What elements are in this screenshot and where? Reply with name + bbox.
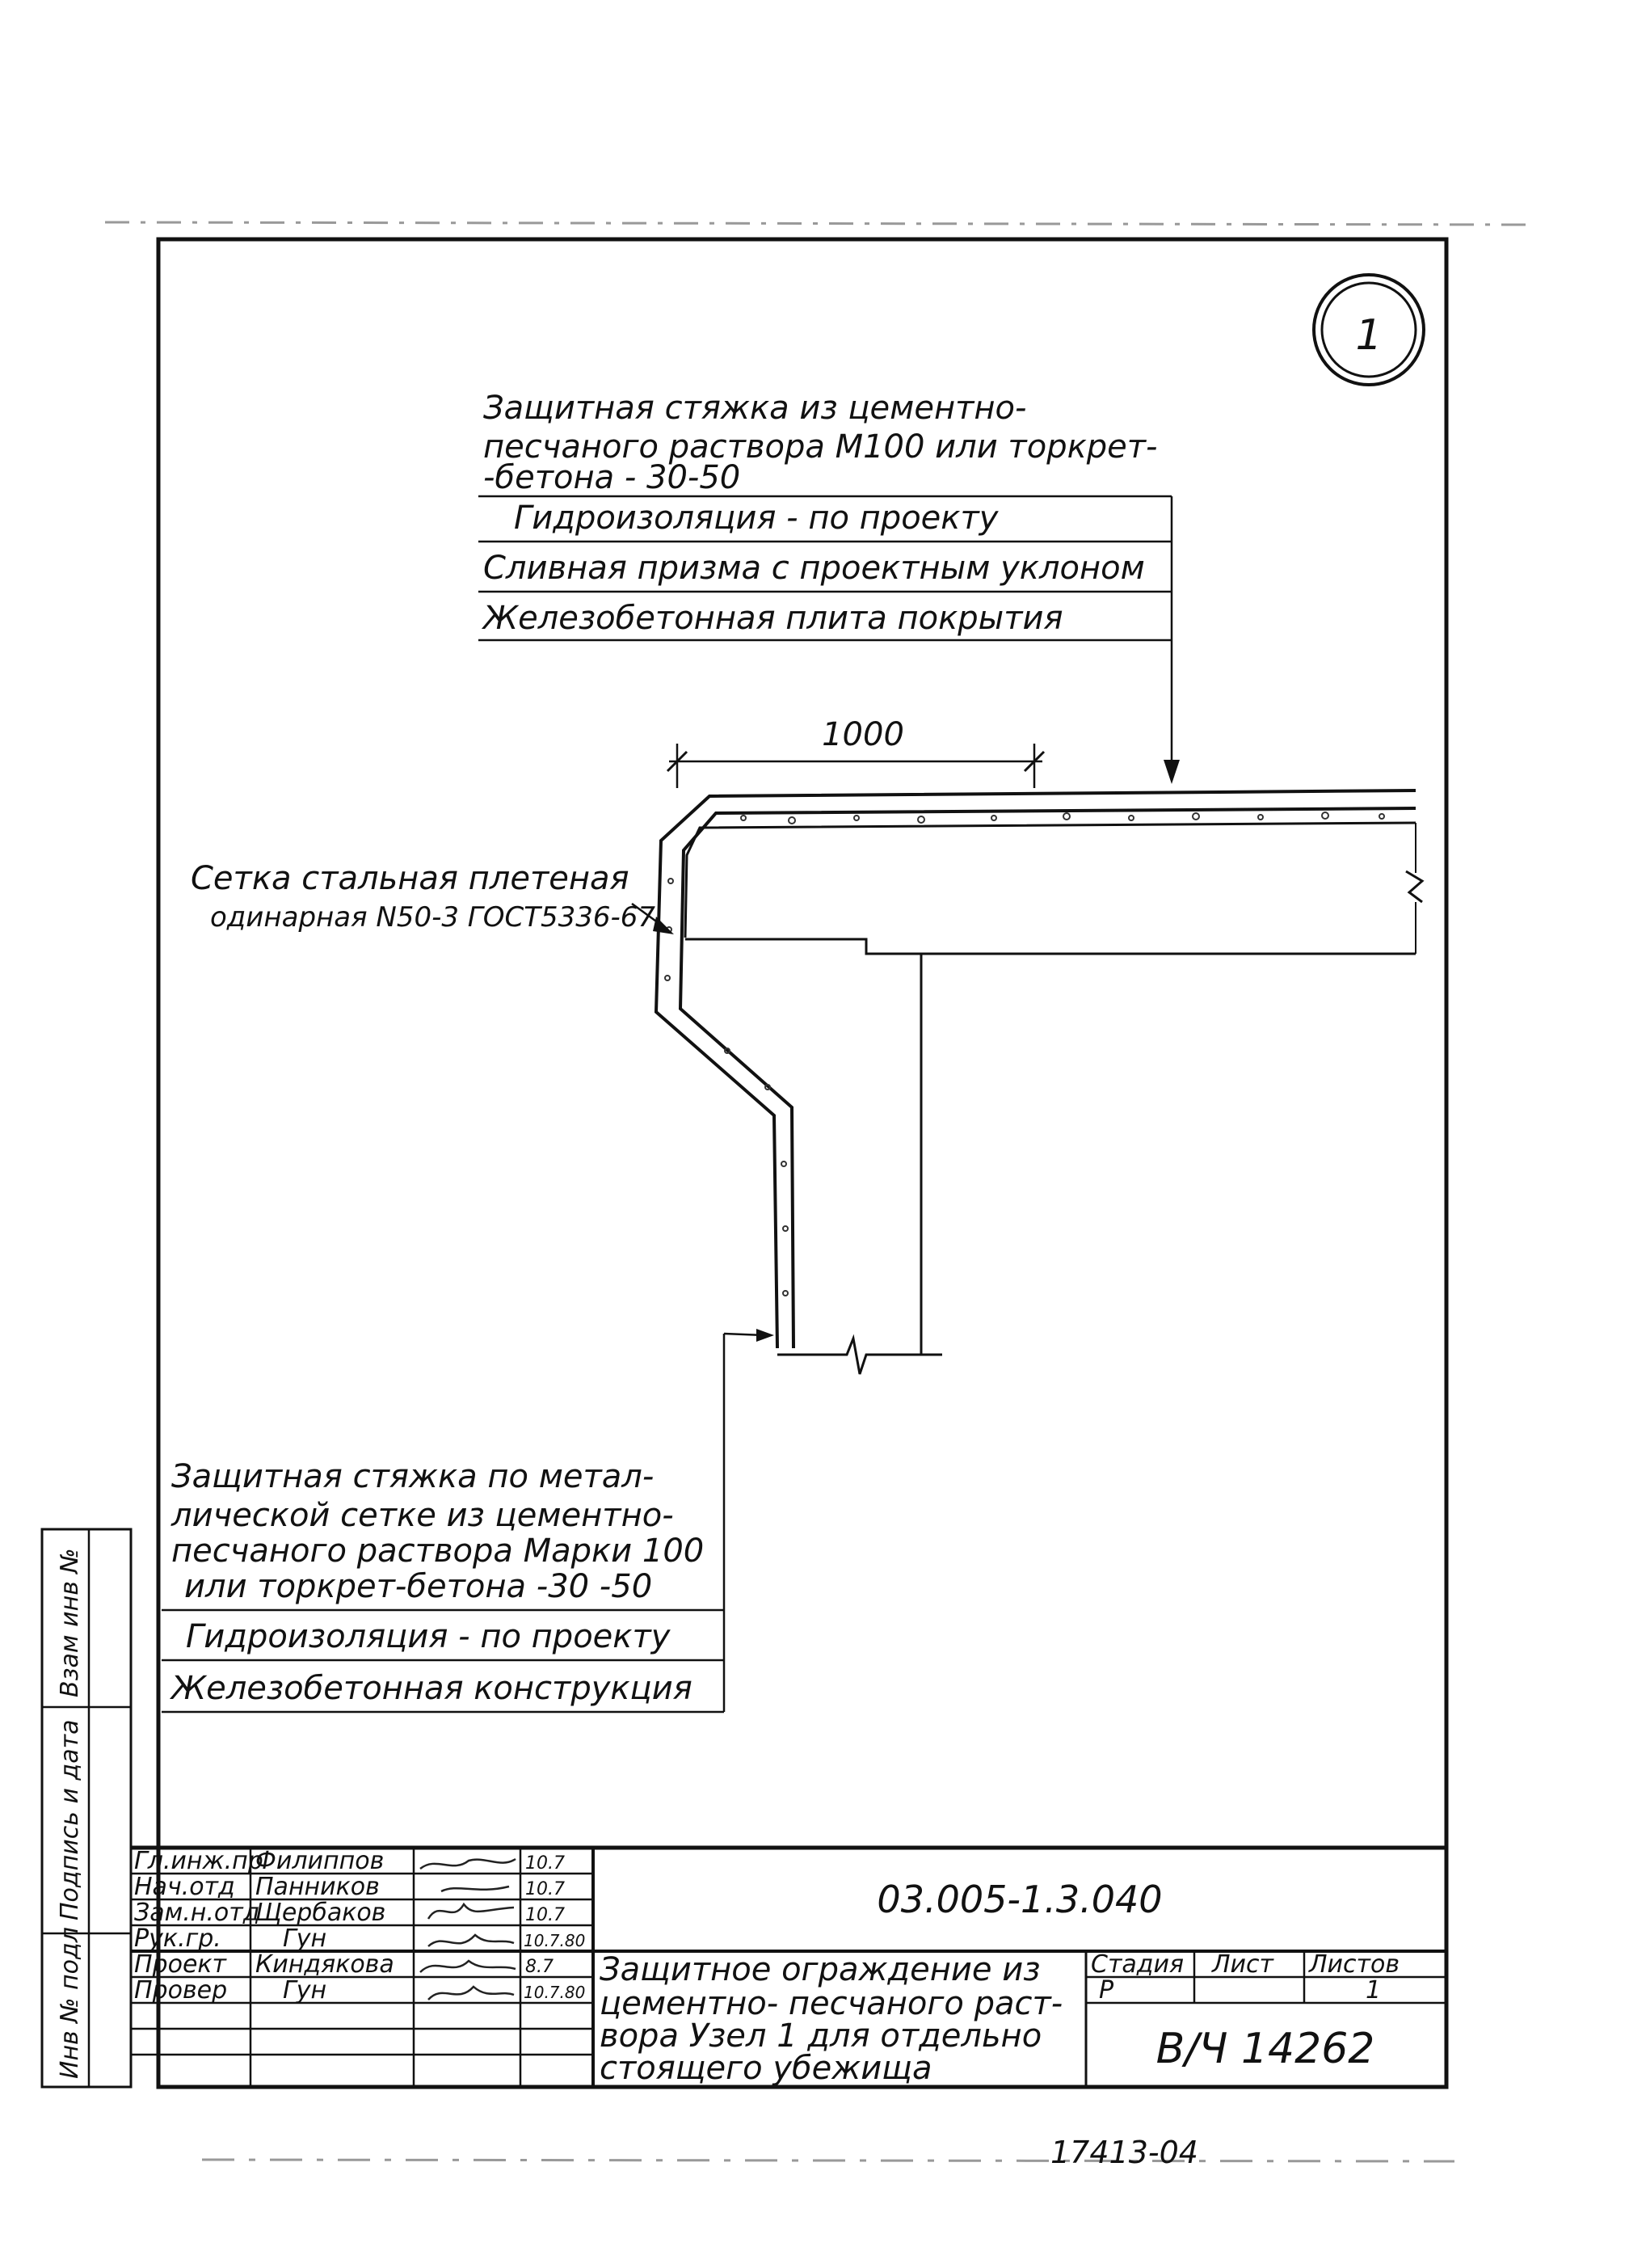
row-3-date: 10.7 [525,1905,565,1925]
bottom-note: 17413-04 [1050,2135,1198,2170]
top-callout-layer-2: Сливная призма с проектным уклоном [483,550,1145,587]
row-1-role: Гл.инж.пр [134,1847,263,1875]
top-callout-line2: песчаного раствора М100 или торкрет- [483,428,1158,466]
row-5-date: 8.7 [525,1957,554,1977]
bottom-callout-line1: Защитная стяжка по метал- [171,1458,654,1495]
node-number: 1 [1355,311,1382,360]
organization: В/Ч 14262 [1156,2025,1375,2073]
row-2-role: Нач.отд [134,1873,235,1901]
description-line4: стоящего убежища [600,2050,932,2087]
sheet-header: Лист [1211,1950,1275,1979]
dimension-value: 1000 [822,716,904,753]
mesh-callout: Сетка стальная плетеная одинарная N50-3 … [191,860,674,934]
side-stamp-signature: Подпись и дата [56,1720,84,1921]
bottom-callout-line3: песчаного раствора Марки 100 [171,1532,704,1570]
drawing-frame [156,237,1449,2089]
node-marker: 1 [1312,273,1425,386]
bottom-callout-line4: или торкрет-бетона -30 -50 [184,1568,652,1605]
scan-edge-bottom [201,2158,1455,2163]
stage-value: Р [1099,1976,1114,2005]
description-line2: цементно- песчаного раст- [600,1985,1063,2022]
row-6-name: Гун [283,1976,326,2005]
row-2-name: Панников [255,1873,380,1901]
document-code: 03.005-1.3.040 [877,1878,1162,1921]
side-stamp-inventory: Инв № подл [56,1927,84,2079]
bottom-callout: Защитная стяжка по метал- лической сетке… [162,1455,726,1714]
description-line1: Защитное ограждение из [600,1951,1041,1988]
stage-header: Стадия [1091,1950,1184,1979]
bottom-callout-layer-2: Железобетонная конструкция [169,1670,692,1707]
row-3-role: Зам.н.отд [134,1899,260,1927]
row-4-name: Гун [283,1924,326,1953]
row-3-name: Щербаков [255,1899,385,1927]
row-1-date: 10.7 [525,1853,565,1874]
signature-rows: Гл.инж.пр Филиппов 10.7 Нач.отд Панников… [134,1847,585,2005]
top-callout-line3: -бетона - 30-50 [483,459,740,496]
row-1-name: Филиппов [255,1847,384,1875]
row-5-role: Проект [134,1950,228,1979]
signatures [419,1857,516,2000]
row-4-role: Рук.гр. [134,1924,221,1953]
title-block: 03.005-1.3.040 Гл.инж.пр Филиппов 10.7 Н… [131,1845,1446,2087]
row-6-role: Провер [134,1976,227,2005]
scan-edge-top [104,221,1528,226]
mesh-callout-line1: Сетка стальная плетеная [191,860,629,897]
bottom-callout-layer-1: Гидроизоляция - по проекту [186,1618,671,1655]
description-line3: вора Узел 1 для отдельно [600,2017,1042,2055]
top-callout: Защитная стяжка из цементно- песчаного р… [478,390,1180,784]
row-2-date: 10.7 [525,1879,565,1899]
section-outline [654,789,1425,1455]
side-stamp: Взам инв № Подпись и дата Инв № подл [40,1528,133,2089]
top-callout-layer-1: Гидроизоляция - по проекту [514,500,1000,537]
row-5-name: Киндякова [255,1950,394,1979]
sheets-value: 1 [1366,1976,1381,2005]
bottom-callout-line2: лической сетке из цементно- [170,1497,674,1534]
sheets-header: Листов [1308,1950,1400,1979]
top-callout-layer-3: Железобетонная плита покрытия [481,600,1063,637]
row-6-date: 10.7.80 [524,1983,585,2002]
dimension-1000: 1000 [666,716,1046,788]
row-4-date: 10.7.80 [524,1931,585,1950]
mesh-callout-line2: одинарная N50-3 ГОСТ5336-67 [210,901,655,934]
side-stamp-replacement: Взам инв № [56,1548,84,1697]
top-callout-line1: Защитная стяжка из цементно- [483,390,1026,427]
